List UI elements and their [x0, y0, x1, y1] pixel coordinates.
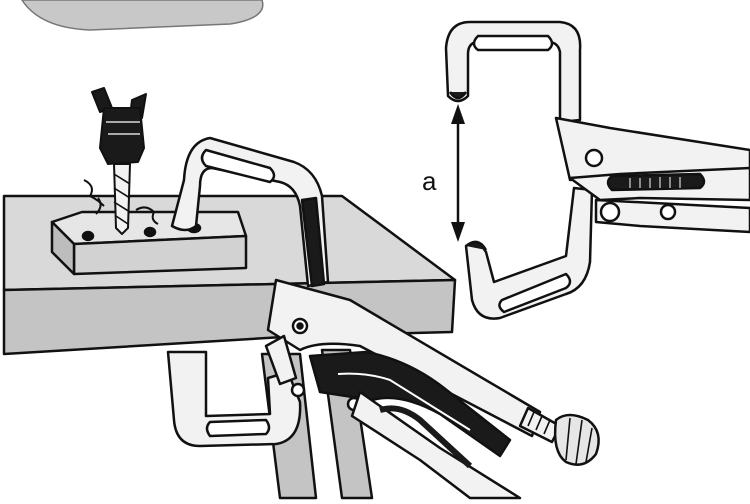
main-clamp-lower-handle — [308, 350, 512, 458]
dimension-arrow — [451, 104, 465, 242]
workpiece-hole-1 — [81, 230, 95, 242]
overhead-gray-shape — [21, 0, 264, 31]
detail-c-clamp — [444, 20, 750, 320]
main-clamp-upper-jaw — [170, 136, 330, 288]
detail-clamp-spring — [606, 172, 706, 192]
drill-bit-icon — [83, 87, 159, 235]
main-clamp-pivot-2 — [290, 382, 306, 398]
main-c-clamp — [166, 136, 600, 500]
dimension-label: a — [422, 166, 437, 196]
workpiece-block — [50, 210, 248, 276]
workpiece-hole-2 — [143, 226, 157, 238]
